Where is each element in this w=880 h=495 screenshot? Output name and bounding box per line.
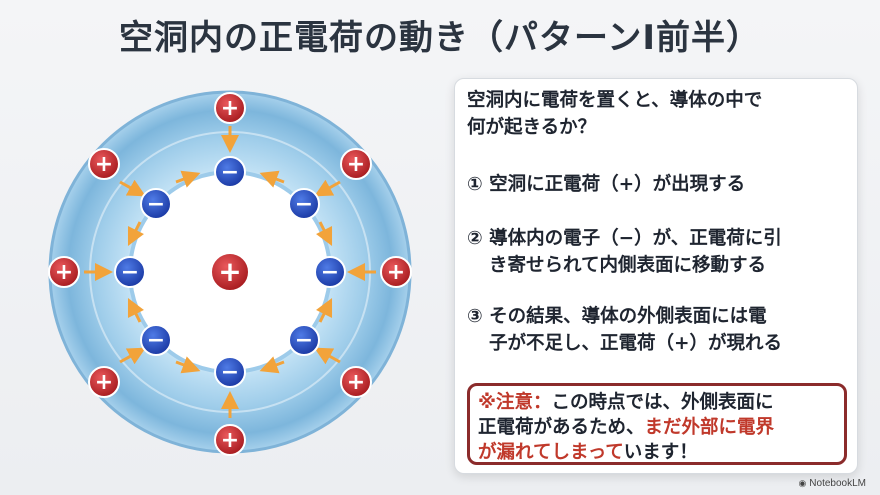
- svg-text:+: +: [387, 260, 405, 285]
- inner-negative-charge: −: [214, 356, 246, 388]
- point-1: ① 空洞に正電荷（+）が出現する: [467, 174, 746, 195]
- svg-text:+: +: [95, 152, 113, 177]
- svg-text:+: +: [347, 152, 365, 177]
- outer-positive-charge: +: [380, 256, 412, 288]
- svg-text:−: −: [221, 360, 239, 385]
- svg-text:+: +: [221, 96, 239, 121]
- inner-negative-charge: −: [214, 156, 246, 188]
- intro-line: 何が起きるか？: [467, 117, 597, 138]
- inner-negative-charge: −: [288, 324, 320, 356]
- inner-negative-charge: −: [114, 256, 146, 288]
- outer-positive-charge: +: [340, 366, 372, 398]
- warning-note: ※注意：この時点では、外側表面に 正電荷があるため、まだ外部に電界 が漏れてしま…: [467, 383, 847, 465]
- page-title: 空洞内の正電荷の動き（パターンⅠ前半）: [119, 18, 761, 58]
- svg-text:−: −: [147, 192, 165, 217]
- point-3: ③ その結果、導体の外側表面には電 子が不足し、正電荷（+）が現れる: [467, 306, 783, 354]
- diagram-svg: + + + + + + + +: [48, 90, 412, 456]
- intro-line: 空洞内に電荷を置くと、導体の中で: [467, 90, 763, 111]
- outer-positive-charge: +: [214, 424, 246, 456]
- explanation-panel: 空洞内に電荷を置くと、導体の中で 何が起きるか？ ① 空洞に正電荷（+）が出現す…: [454, 78, 858, 474]
- svg-text:+: +: [55, 260, 73, 285]
- inner-negative-charge: −: [314, 256, 346, 288]
- svg-text:−: −: [121, 260, 139, 285]
- svg-text:+: +: [221, 428, 239, 453]
- outer-positive-charge: +: [340, 148, 372, 180]
- panel-intro: 空洞内に電荷を置くと、導体の中で 何が起きるか？: [467, 87, 845, 141]
- outer-positive-charge: +: [48, 256, 80, 288]
- attraction-arrows: [84, 126, 376, 418]
- svg-text:−: −: [147, 328, 165, 353]
- conductor-cavity-diagram: + + + + + + + +: [28, 72, 438, 490]
- center-positive-charge: +: [210, 252, 250, 292]
- svg-text:+: +: [95, 370, 113, 395]
- point-2: ② 導体内の電子（−）が、正電荷に引 き寄せられて内側表面に移動する: [467, 228, 782, 276]
- inner-negative-charge: −: [288, 188, 320, 220]
- svg-text:−: −: [295, 328, 313, 353]
- svg-text:+: +: [218, 255, 241, 288]
- outer-positive-charge: +: [214, 92, 246, 124]
- inner-negative-charge: −: [140, 188, 172, 220]
- notebooklm-logo-icon: ◉: [798, 478, 807, 488]
- outer-positive-charge: +: [88, 366, 120, 398]
- svg-text:−: −: [295, 192, 313, 217]
- inner-negative-charge: −: [140, 324, 172, 356]
- svg-text:+: +: [347, 370, 365, 395]
- svg-text:−: −: [321, 260, 339, 285]
- notebooklm-badge: ◉ NotebookLM: [798, 478, 866, 489]
- outer-positive-charge: +: [88, 148, 120, 180]
- note-label: ※注意：: [478, 392, 552, 413]
- svg-text:−: −: [221, 160, 239, 185]
